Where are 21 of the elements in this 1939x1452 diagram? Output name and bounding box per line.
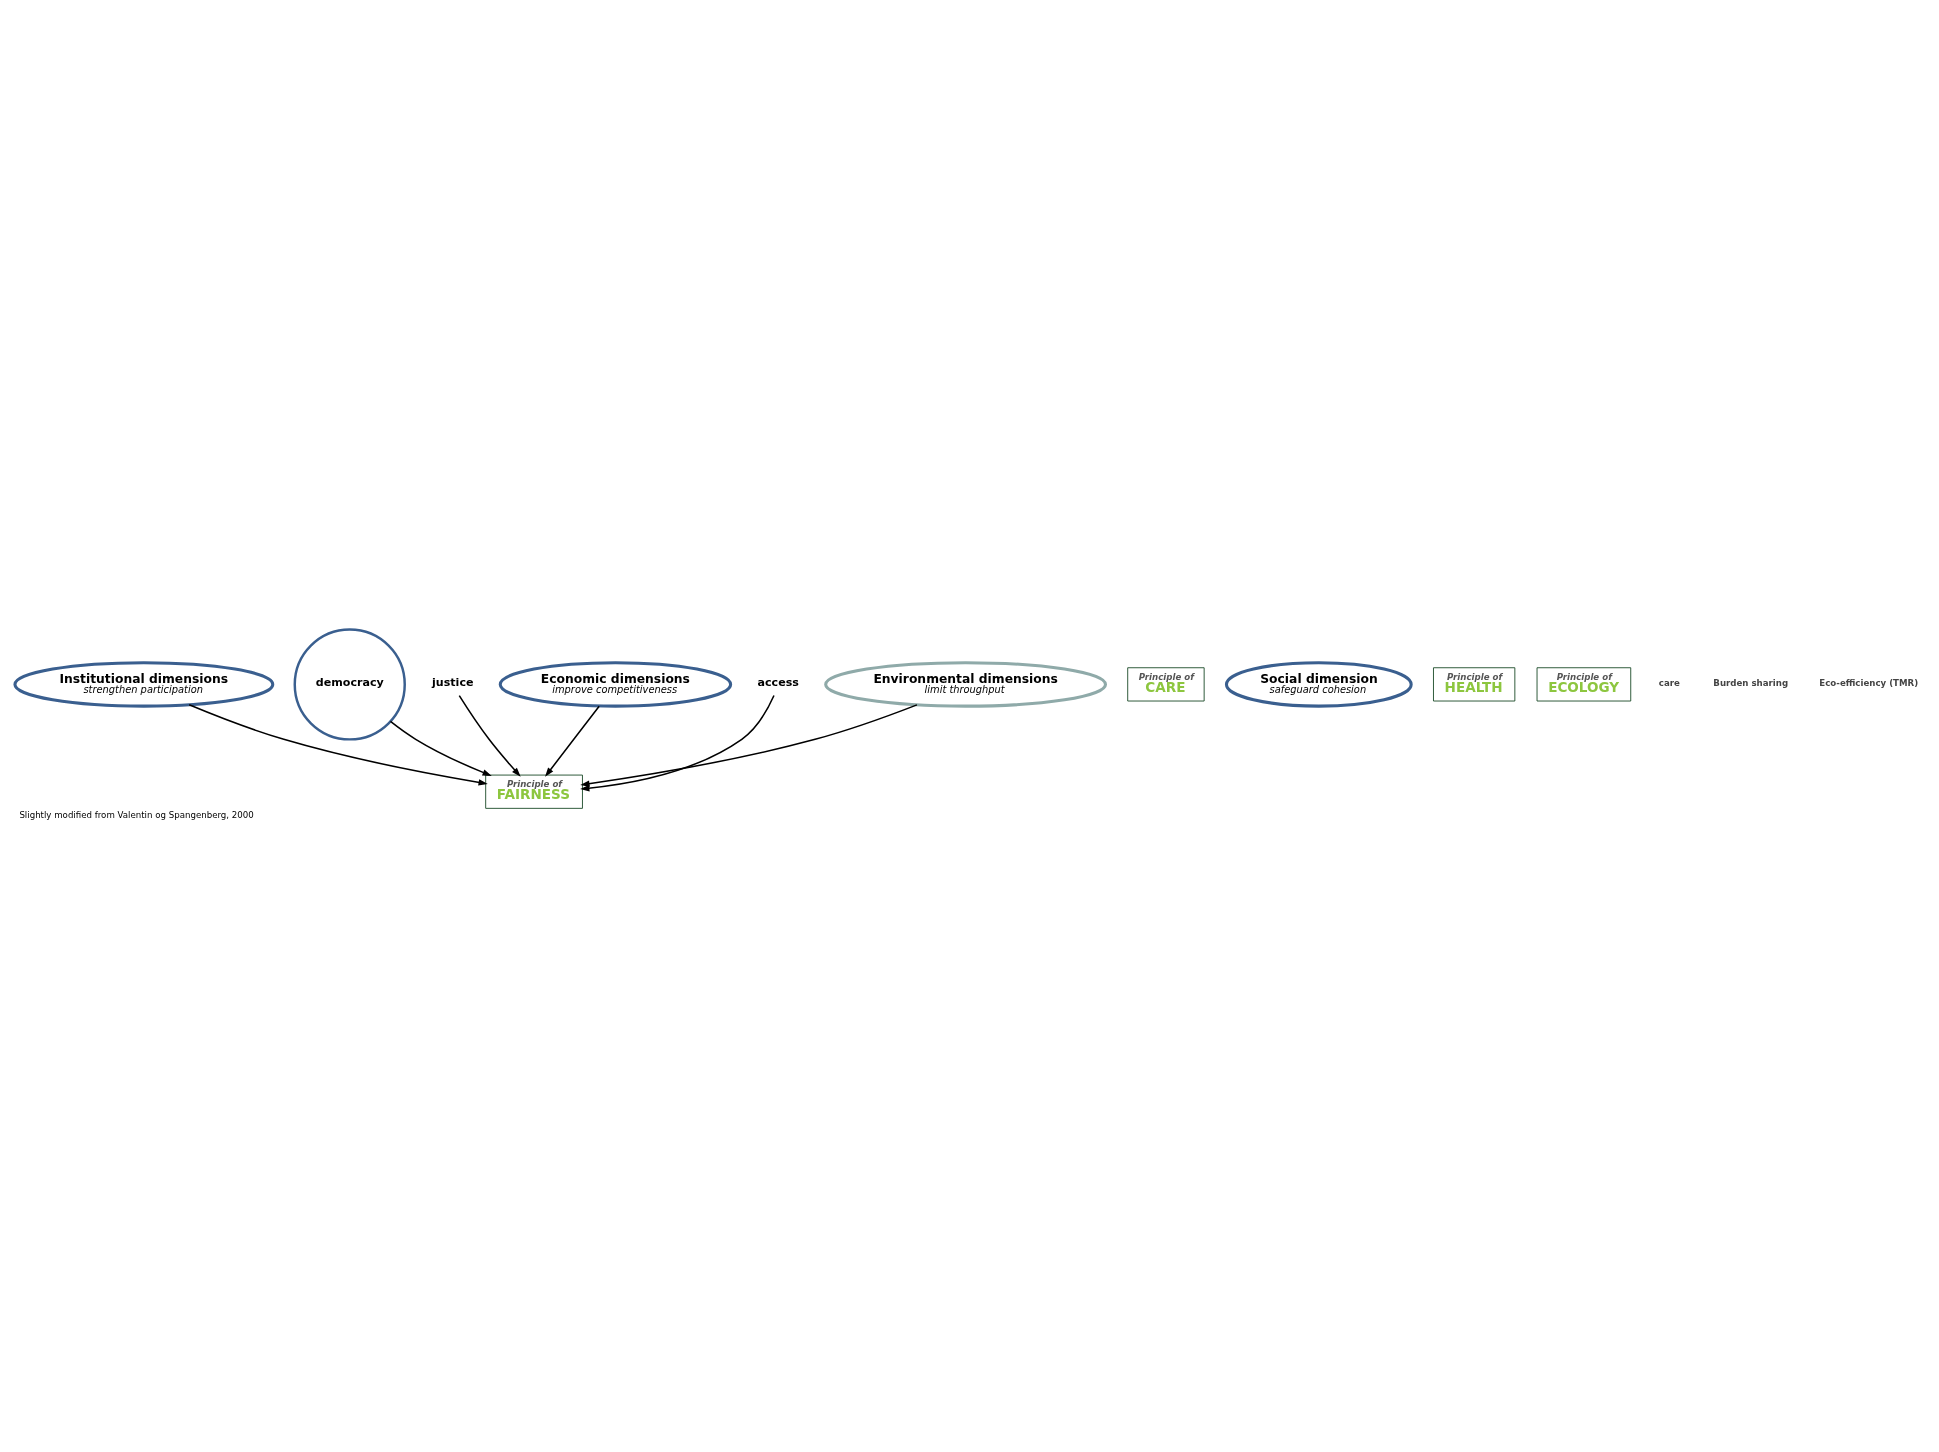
node-text: justice [432,676,474,690]
node-box: Principle of FAIRNESS [485,774,583,809]
node-circle: democracy [293,628,406,741]
node-ellipse: Environmental dimensions limit throughput [824,661,1108,708]
node-box: Principle of ECOLOGY [1536,667,1632,702]
arrow [188,704,488,786]
label: care [1658,678,1680,689]
arrow [458,694,521,777]
node-ellipse: Institutional dimensions strengthen participation [13,661,275,708]
label: Eco-efficiency (TMR) [1819,678,1919,689]
arrow [389,720,492,776]
node-ellipse: Economic dimensions improve competitiveness [498,661,733,708]
label: Burden sharing [1713,678,1789,689]
node-box: Principle of HEALTH [1433,667,1516,702]
node-box: Principle of CARE [1127,667,1205,702]
node-text: access [757,676,799,690]
arrow [545,705,600,777]
arrow [580,694,775,792]
caption: Slightly modified from Valentin og Spangenberg, 2000 [19,809,254,820]
node-ellipse: Social dimension safeguard cohesion [1224,661,1413,708]
arrow [580,704,918,787]
